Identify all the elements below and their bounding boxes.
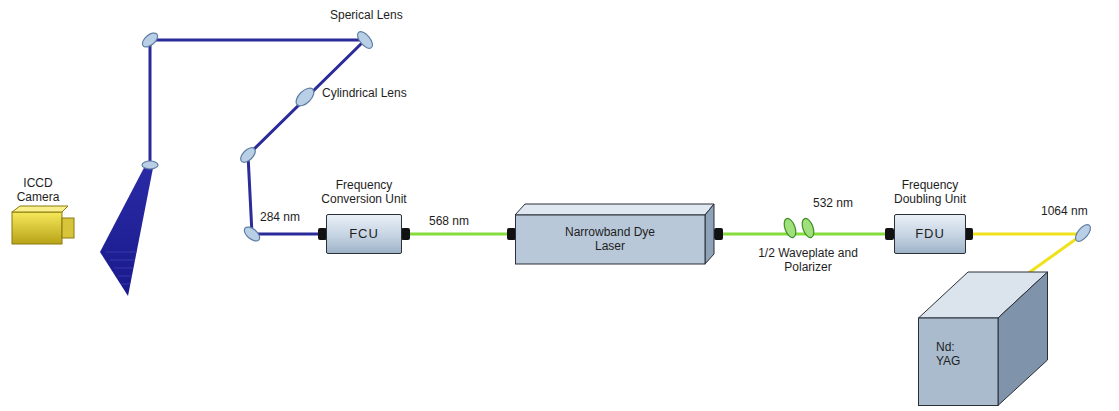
unit-box: FCU	[326, 214, 402, 254]
sheet-stripes	[106, 252, 137, 284]
wavelength-label: 568 nm	[428, 214, 470, 228]
component-label: Sperical Lens	[330, 8, 403, 22]
mirror	[238, 145, 258, 165]
device-label: ICCD Camera	[10, 176, 66, 204]
wavelength-label: 532 nm	[812, 196, 854, 210]
laser-sheet	[100, 162, 153, 296]
component-label: 1/2 Waveplate and Polarizer	[758, 246, 858, 274]
laser-head: Nd: YAG	[918, 270, 1048, 406]
laser-beam	[966, 234, 1083, 273]
unit-heading: Frequency Conversion Unit	[318, 178, 410, 206]
mirror	[1073, 222, 1094, 244]
mirror	[140, 30, 160, 49]
iccd-camera	[12, 206, 74, 244]
component-label: Cylindrical Lens	[322, 86, 407, 100]
box-front	[516, 215, 706, 264]
laser-name: Nd: YAG	[936, 340, 976, 368]
unit-heading: Frequency Doubling Unit	[885, 178, 975, 206]
lens	[142, 161, 158, 169]
wavelength-label: 1064 nm	[1040, 204, 1089, 218]
nd-yag-body	[918, 270, 1048, 406]
optical-unit: Frequency Conversion UnitFCU	[318, 178, 410, 256]
optics	[140, 29, 1093, 244]
cylindrical-lens	[293, 85, 317, 109]
box-side	[998, 272, 1048, 406]
mirror	[242, 224, 262, 243]
wavelength-label: 284 nm	[260, 210, 300, 224]
box-side	[705, 204, 714, 264]
unit-box: FDU	[894, 214, 966, 254]
spherical-lens	[355, 29, 376, 51]
box-front	[919, 318, 999, 406]
laser-beam	[402, 233, 515, 236]
laser-name: Narrowband Dye Laser	[555, 225, 665, 253]
box-top	[515, 204, 714, 215]
unit-abbrev: FDU	[915, 227, 945, 241]
unit-abbrev: FCU	[349, 227, 379, 241]
dye-laser: Narrowband Dye Laser	[515, 203, 715, 265]
waveplate-polarizer	[782, 217, 816, 239]
optical-unit: Frequency Doubling UnitFDU	[885, 178, 975, 258]
